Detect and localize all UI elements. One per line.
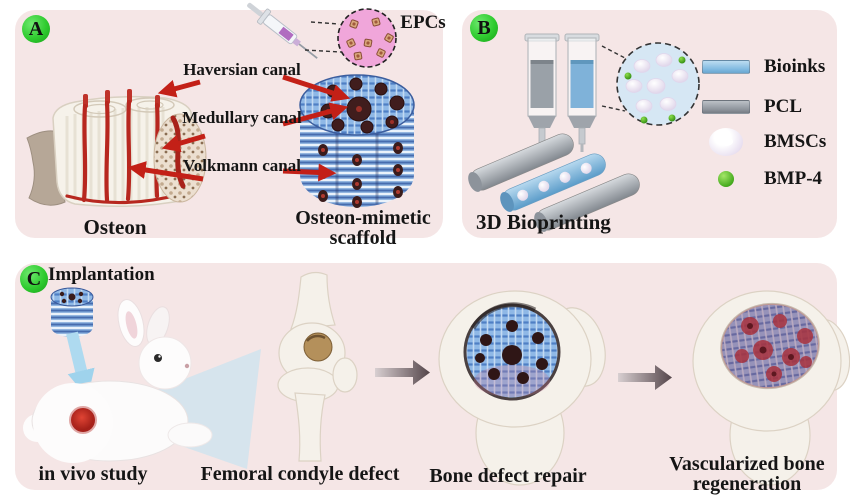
- panel-a: A Haversian canal Medullary canal Volkma…: [15, 2, 446, 248]
- panel-a-label: A: [22, 15, 50, 43]
- caption-3d-bioprinting: 3D Bioprinting: [476, 210, 611, 234]
- implantation-arrow: [66, 331, 95, 398]
- bmp4-particles: [624, 56, 686, 124]
- scaffold-illustration: [299, 74, 415, 208]
- bmp4-sphere-icon: [718, 171, 734, 187]
- defect-site-dot: [69, 406, 97, 434]
- bioink-zoom-lines: [601, 45, 626, 112]
- panel-b-artwork: [468, 33, 700, 232]
- epcs-label: EPCs: [400, 12, 446, 33]
- caption-bone-defect-repair: Bone defect repair: [429, 465, 587, 487]
- epcs-zoom-lines: [304, 21, 342, 53]
- bone-defect-hole: [303, 332, 333, 362]
- legend-row-pcl: PCL: [700, 96, 840, 118]
- cartridge-bioink: [564, 33, 600, 152]
- femoral-condyle-illustration: [277, 271, 358, 462]
- pcl-bar-icon: [702, 100, 750, 114]
- process-arrow-1: [375, 360, 430, 385]
- bioink-rod: [500, 153, 606, 212]
- osteon-illustration: [26, 89, 207, 207]
- implant-scaffold-icon: [50, 287, 94, 337]
- legend-row-bmp4: BMP-4: [700, 168, 840, 190]
- caption-femoral-condyle-defect: Femoral condyle defect: [200, 463, 400, 485]
- bioink-inset-circle: [616, 42, 700, 126]
- printed-rods: [468, 133, 640, 232]
- legend-label-bmscs: BMSCs: [764, 131, 827, 152]
- legend-label-bioinks: Bioinks: [764, 56, 826, 77]
- legend-row-bmscs: BMSCs: [700, 128, 840, 156]
- annotation-volkmann-canal: Volkmann canal: [183, 156, 301, 175]
- bone-defect-repair-illustration: [438, 290, 606, 486]
- legend-label-bmp4: BMP-4: [764, 168, 823, 189]
- caption-osteon-mimetic-scaffold: Osteon-mimetic scaffold: [295, 207, 431, 249]
- legend-row-bioinks: Bioinks: [700, 56, 840, 78]
- process-arrow-2: [618, 365, 672, 390]
- bioinks-bar-icon: [702, 60, 750, 74]
- vascular-tissue-spots: [735, 314, 813, 382]
- cartridge-pcl: [524, 33, 560, 152]
- bmsc-cells: [625, 53, 689, 113]
- panel-c-artwork: [23, 271, 850, 486]
- caption-vascularized-bone-regeneration: Vascularized bone regeneration: [669, 453, 825, 495]
- panel-b-label: B: [470, 14, 498, 42]
- implantation-label: Implantation: [48, 264, 155, 285]
- caption-osteon: Osteon: [83, 215, 147, 239]
- epc-cells: [346, 17, 394, 61]
- panel-b: B Bioinks PCL BMSCs BMP-4 3D Bioprinting: [462, 10, 837, 238]
- vascularized-regeneration-illustration: [692, 290, 850, 486]
- annotation-medullary-canal: Medullary canal: [182, 108, 302, 127]
- panel-c-label: C: [20, 265, 48, 293]
- caption-in-vivo-study: in vivo study: [38, 463, 148, 485]
- epcs-inset-circle: [337, 8, 397, 68]
- panel-a-artwork: [26, 2, 415, 208]
- annotation-haversian-canal: Haversian canal: [183, 60, 301, 79]
- panel-c: C Implantation in vivo study Femoral con…: [15, 263, 850, 494]
- bmsc-cell-icon: [709, 128, 743, 156]
- annotation-arrows: [127, 74, 351, 182]
- syringe-icon: [247, 2, 318, 59]
- legend-label-pcl: PCL: [764, 96, 802, 117]
- rabbit-illustration: [23, 299, 213, 463]
